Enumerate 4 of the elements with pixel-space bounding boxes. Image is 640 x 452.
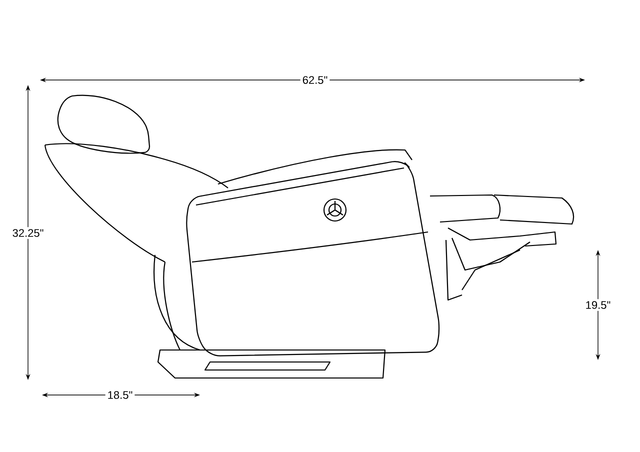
dimension-label: 62.5"	[300, 74, 330, 86]
dimension-label: 18.5"	[105, 389, 135, 401]
dimension-label: 32.25"	[10, 227, 46, 239]
dimension-label: 19.5"	[583, 299, 613, 311]
